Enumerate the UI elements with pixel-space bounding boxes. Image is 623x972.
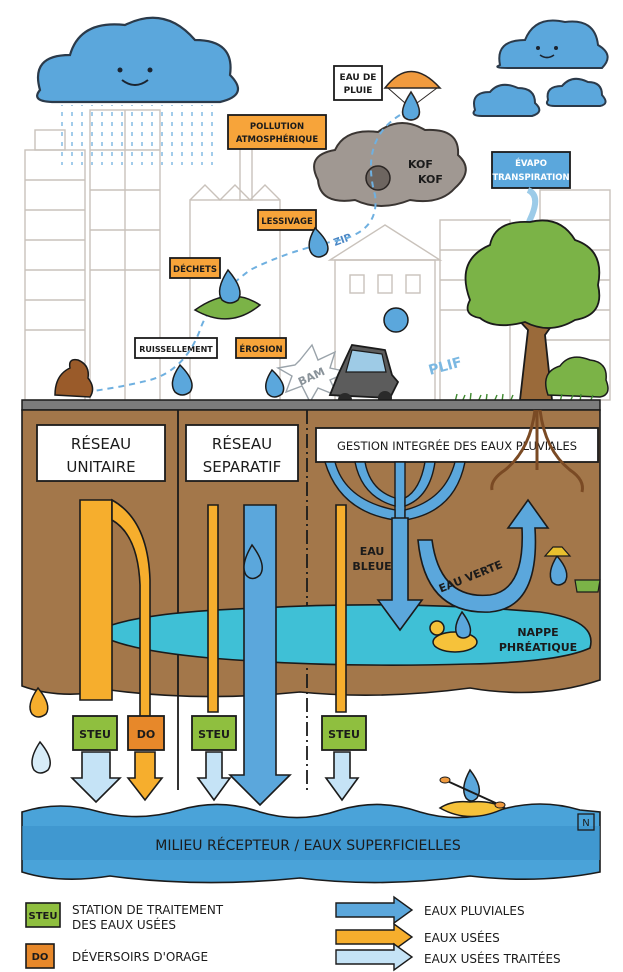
tree <box>464 219 601 401</box>
kof-1: KOF <box>408 158 433 171</box>
legend-usees-text: EAUX USÉES <box>424 930 500 945</box>
eau-bleue-line1: EAU <box>360 545 385 558</box>
rain-cloud <box>36 16 240 104</box>
drop-skier <box>243 543 263 580</box>
unitaire-line2: UNITAIRE <box>66 458 135 476</box>
milieu-recepteur: MILIEU RÉCEPTEUR / EAUX SUPERFICIELLES <box>155 837 461 854</box>
unitaire-do-arrow <box>126 751 164 802</box>
rain <box>60 105 220 165</box>
signature-text: N <box>582 818 589 829</box>
signature: N <box>577 813 595 831</box>
legend-steu-line2: DES EAUX USÉES <box>72 917 176 932</box>
gestion-treated-arrow <box>324 751 360 802</box>
pollution-cloud <box>313 122 467 207</box>
label-eau-de-pluie: EAU DE PLUIE <box>333 65 383 101</box>
leaf-drop <box>193 268 262 320</box>
drop-orange <box>29 686 49 718</box>
title-reseau-separatif: RÉSEAU SEPARATIF <box>185 424 299 482</box>
gestion-text: GESTION INTEGRÉE DES EAUX PLUVIALES <box>337 438 577 453</box>
river-band <box>22 826 600 860</box>
drop-floating <box>383 307 409 333</box>
erosion-text: ÉROSION <box>239 343 282 355</box>
cloud-top-right <box>496 19 609 69</box>
steu-gestion-text: STEU <box>328 728 360 741</box>
label-ruissellement: RUISSELLEMENT <box>134 337 218 359</box>
drop-running-2 <box>265 368 285 398</box>
do-box: DO <box>127 715 165 751</box>
evapo-line2: TRANSPIRATION <box>492 173 569 183</box>
poop-character <box>54 358 94 398</box>
do-box-text: DO <box>137 728 155 741</box>
kayak-drop <box>438 768 507 818</box>
drop-light <box>31 740 51 774</box>
ruissellement-text: RUISSELLEMENT <box>139 345 213 354</box>
drop-gardener <box>543 546 601 593</box>
steu-separatif-text: STEU <box>198 728 230 741</box>
evapo-line1: ÉVAPO <box>515 157 547 169</box>
car <box>328 344 400 407</box>
tree-roots <box>490 409 584 493</box>
legend-do-text: DÉVERSOIRS D'ORAGE <box>72 949 208 964</box>
nappe-line2: PHRÉATIQUE <box>499 641 577 654</box>
dechets-text: DÉCHETS <box>173 263 217 275</box>
steu-box-unitaire: STEU <box>72 715 118 751</box>
separatif-treated-arrow <box>196 751 232 802</box>
eau-bleue-line2: BLEUE <box>352 560 391 573</box>
legend: STEU STATION DE TRAITEMENT DES EAUX USÉE… <box>25 895 561 972</box>
steu-box-separatif: STEU <box>191 715 237 751</box>
label-pollution: POLLUTION ATMOSPHÉRIQUE <box>227 114 327 150</box>
steu-box-gestion: STEU <box>321 715 367 751</box>
gestion-wastewater-pipe <box>335 504 347 713</box>
title-reseau-unitaire: RÉSEAU UNITAIRE <box>36 424 166 482</box>
legend-pluviales-text: EAUX PLUVIALES <box>424 904 525 918</box>
separatif-wastewater-pipe <box>207 504 219 713</box>
label-dechets: DÉCHETS <box>169 257 221 279</box>
legend-usees: EAUX USÉES <box>335 922 500 952</box>
legend-steu-key: STEU <box>29 911 58 922</box>
label-evapo: ÉVAPO TRANSPIRATION <box>491 151 571 189</box>
unitaire-treated-arrow <box>70 751 122 804</box>
legend-do-key: DO <box>32 952 49 963</box>
eau-de-pluie-line1: EAU DE <box>340 73 377 83</box>
legend-traitees-text: EAUX USÉES TRAITÉES <box>424 951 561 966</box>
separatif-line1: RÉSEAU <box>212 434 272 453</box>
pollution-line1: POLLUTION <box>250 122 304 132</box>
label-erosion: ÉROSION <box>235 337 287 359</box>
drop-lessivage <box>308 226 329 258</box>
parachute-drop <box>383 70 442 121</box>
legend-pluviales: EAUX PLUVIALES <box>335 895 525 925</box>
legend-traitees: EAUX USÉES TRAITÉES <box>335 942 561 972</box>
legend-steu: STEU STATION DE TRAITEMENT DES EAUX USÉE… <box>25 902 224 932</box>
plif-text: PLIF <box>427 355 464 379</box>
kof-2: KOF <box>418 173 443 186</box>
eau-bleue-arrow <box>376 517 424 632</box>
eau-verte-arrow <box>417 498 550 613</box>
unitaire-line1: RÉSEAU <box>71 434 131 453</box>
cloud-right-2 <box>545 77 607 107</box>
label-lessivage: LESSIVAGE <box>257 209 317 231</box>
drop-duck <box>429 610 478 653</box>
eau-de-pluie-line2: PLUIE <box>344 86 373 96</box>
bush <box>545 356 609 398</box>
legend-steu-line1: STATION DE TRAITEMENT <box>72 903 224 917</box>
pollution-line2: ATMOSPHÉRIQUE <box>236 133 319 145</box>
nappe-line1: NAPPE <box>517 626 558 639</box>
cloud-right-1 <box>472 83 541 117</box>
unitaire-wastewater-pipe <box>79 499 113 701</box>
separatif-rainwater-arrow <box>228 504 292 807</box>
steu-unitaire-text: STEU <box>79 728 111 741</box>
road <box>21 399 601 411</box>
bam-burst: BAM <box>275 343 351 404</box>
runoff-path <box>59 114 401 396</box>
separatif-line2: SEPARATIF <box>203 458 281 476</box>
lessivage-text: LESSIVAGE <box>261 217 313 227</box>
legend-do: DO DÉVERSOIRS D'ORAGE <box>25 943 208 969</box>
drop-running-1 <box>171 363 193 396</box>
